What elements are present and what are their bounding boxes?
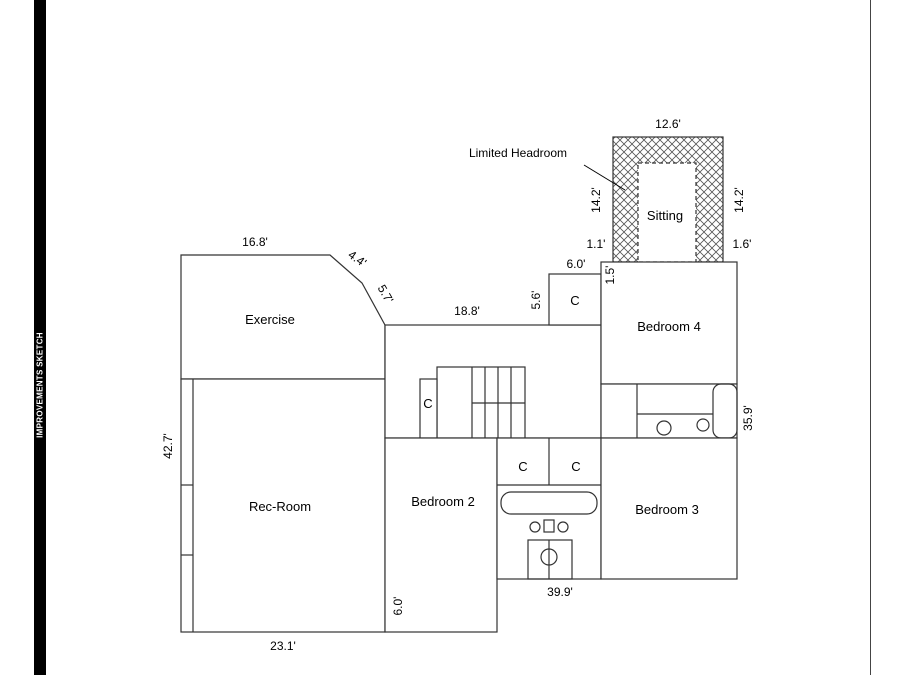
bedroom-3-room [600, 437, 738, 580]
dim-middle-top: 18.8' [454, 304, 480, 318]
dim-angle-1: 4.4' [346, 248, 370, 270]
room-label-sitting: Sitting [647, 208, 683, 223]
bathroom [600, 383, 738, 439]
headroom-leader [583, 164, 626, 191]
dim-sitting-left: 14.2' [589, 187, 603, 213]
closet-label: C [518, 459, 527, 474]
room-label-bedroom-3: Bedroom 3 [635, 502, 699, 517]
room-label-rec-room: Rec-Room [249, 499, 311, 514]
room-label-bedroom-2: Bedroom 2 [411, 494, 475, 509]
bedroom-2-room [384, 437, 498, 633]
dim-bottom-right: 39.9' [547, 585, 573, 599]
dim-bottom-left: 23.1' [270, 639, 296, 653]
dim-closet-left: 5.6' [529, 291, 543, 310]
dim-sitting-right: 14.2' [732, 187, 746, 213]
frame-border-right [870, 0, 871, 675]
dim-exercise-top: 16.8' [242, 235, 268, 249]
dim-bed4-small: 1.5' [603, 266, 617, 285]
dim-closet-top: 6.0' [567, 257, 586, 271]
dim-sitting-top: 12.6' [655, 117, 681, 131]
dim-notch: 6.0' [391, 597, 405, 616]
dim-left-side: 42.7' [161, 433, 175, 459]
sidebar-bar [34, 0, 46, 675]
room-label-exercise: Exercise [245, 312, 295, 327]
room-label-bedroom-4: Bedroom 4 [637, 319, 701, 334]
annotation-limited-headroom: Limited Headroom [469, 146, 567, 160]
dim-right-side: 35.9' [741, 405, 755, 431]
dim-sitting-right-small: 1.6' [733, 237, 752, 251]
rec-room [180, 378, 386, 633]
bedroom-4-room [600, 261, 738, 385]
closet-label: C [571, 459, 580, 474]
dim-angle-2: 5.7' [375, 282, 397, 305]
closet-label: C [570, 293, 579, 308]
closet-top [548, 273, 602, 326]
closet-label: C [423, 396, 432, 411]
dim-sitting-left-small: 1.1' [587, 237, 606, 251]
